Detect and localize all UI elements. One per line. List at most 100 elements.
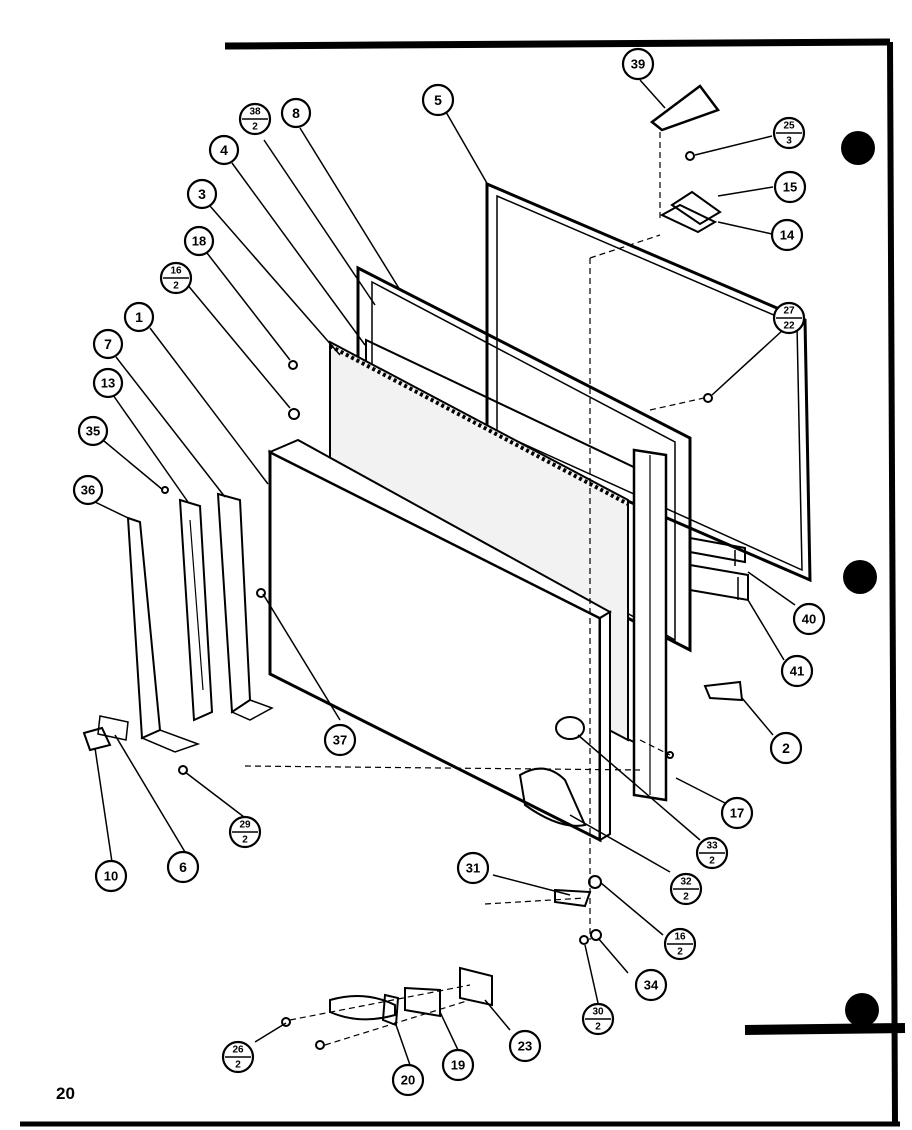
callout-7: 7	[92, 328, 124, 360]
callout-38-bottom: 2	[252, 122, 258, 133]
callout-6: 6	[166, 850, 200, 884]
callout-26-over-2: 262	[221, 1040, 255, 1074]
callout-25-top: 25	[783, 121, 795, 132]
leader-lines	[94, 79, 796, 1066]
callout-27-top: 27	[783, 306, 795, 317]
callout-15: 15	[773, 170, 807, 204]
callout-31: 31	[456, 851, 490, 885]
callout-37: 37	[323, 723, 357, 757]
callout-15-label: 15	[783, 180, 797, 195]
callout-30-over-2: 302	[581, 1002, 615, 1036]
callout-40: 40	[792, 602, 826, 636]
parts-40-41-rails	[689, 536, 749, 602]
part-20-spring	[329, 995, 396, 1021]
part-36-bracket	[126, 516, 201, 753]
part-23-bracket	[459, 966, 493, 1007]
callout-3-label: 3	[198, 186, 206, 202]
callout-23: 23	[508, 1029, 542, 1063]
callout-36-label: 36	[81, 483, 95, 498]
part-14-hinge	[659, 203, 718, 234]
callout-3: 3	[186, 178, 218, 210]
callout-33-bottom: 2	[709, 856, 715, 867]
callout-27-bottom: 22	[783, 321, 795, 332]
callout-10: 10	[94, 859, 128, 893]
callout-5-label: 5	[434, 92, 442, 108]
part-1-door-panel	[267, 438, 613, 843]
part-30-screw	[579, 935, 589, 945]
callout-29-top: 29	[239, 820, 251, 831]
callout-29-bottom: 2	[242, 835, 248, 846]
callout-1-label: 1	[135, 309, 143, 325]
part-7-bracket	[216, 492, 274, 721]
callout-36: 36	[72, 474, 104, 506]
callout-13: 13	[92, 367, 124, 399]
callout-16b-top: 16	[674, 932, 686, 943]
callout-23-label: 23	[518, 1039, 532, 1054]
binder-hole-top	[841, 131, 875, 165]
callout-30-bottom: 2	[595, 1022, 601, 1033]
callout-8: 8	[280, 97, 312, 129]
callout-7-label: 7	[104, 336, 112, 352]
callout-40-label: 40	[802, 612, 816, 627]
part-15-hinge-plate	[670, 190, 722, 226]
callout-6-label: 6	[179, 859, 187, 875]
part-10-plate	[82, 726, 112, 752]
part-39-cap	[649, 84, 721, 132]
scan-border	[20, 38, 906, 1127]
callout-17: 17	[720, 796, 754, 830]
callout-33-top: 33	[706, 841, 718, 852]
callout-25-bottom: 3	[786, 136, 792, 147]
binder-hole-bottom	[845, 993, 879, 1027]
callout-14: 14	[770, 218, 804, 252]
callout-38-top: 38	[249, 107, 261, 118]
part-2-bracket	[703, 680, 744, 702]
part-13-bracket	[178, 498, 214, 722]
callout-13-label: 13	[101, 376, 115, 391]
vertical-channel	[632, 448, 668, 802]
callout-20-label: 20	[401, 1073, 415, 1088]
callout-2-label: 2	[782, 740, 790, 756]
parts	[82, 84, 812, 1050]
part-34-bushing	[590, 929, 602, 941]
callout-17-label: 17	[730, 806, 744, 821]
part-6-plate	[97, 715, 129, 741]
part-16-washer	[588, 875, 602, 889]
callout-33-over-2: 332	[695, 836, 729, 870]
callout-2: 2	[769, 731, 803, 765]
callout-34: 34	[634, 968, 668, 1002]
callout-8-label: 8	[292, 105, 300, 121]
callout-35-label: 35	[86, 424, 100, 439]
callout-32-over-2: 322	[669, 872, 703, 906]
callout-30-top: 30	[592, 1007, 604, 1018]
part-19-bracket	[404, 986, 441, 1018]
callout-34-label: 34	[644, 978, 659, 993]
callout-18-label: 18	[192, 234, 206, 249]
callouts: 1 2 3 4 5 6 7 8 10 13 14 15 17 18 19 20 …	[72, 47, 826, 1097]
part-5-frame	[485, 181, 812, 583]
callout-16-over-2-left: 162	[159, 261, 193, 295]
callout-20: 20	[391, 1063, 425, 1097]
callout-16b-bottom: 2	[677, 947, 683, 958]
callout-25-over-3: 253	[772, 116, 806, 150]
callout-1: 1	[123, 301, 155, 333]
callout-29-over-2: 292	[228, 815, 262, 849]
assembly-lines	[244, 132, 705, 1046]
callout-35: 35	[77, 415, 109, 447]
callout-41-label: 41	[790, 664, 804, 679]
callout-18: 18	[183, 225, 215, 257]
callout-41: 41	[780, 654, 814, 688]
callout-32-top: 32	[680, 877, 692, 888]
binder-hole-middle	[843, 560, 877, 594]
callout-32-bottom: 2	[683, 892, 689, 903]
callout-26-bottom: 2	[235, 1060, 241, 1071]
callout-19-label: 19	[451, 1058, 465, 1073]
callout-4: 4	[208, 134, 240, 166]
callout-26-top: 26	[232, 1045, 244, 1056]
callout-37-label: 37	[333, 733, 347, 748]
fasteners	[161, 151, 713, 1050]
callout-16-over-2-right: 162	[663, 927, 697, 961]
part-31-hinge	[554, 888, 592, 908]
callout-39-label: 39	[631, 57, 645, 72]
callout-39: 39	[621, 47, 655, 81]
